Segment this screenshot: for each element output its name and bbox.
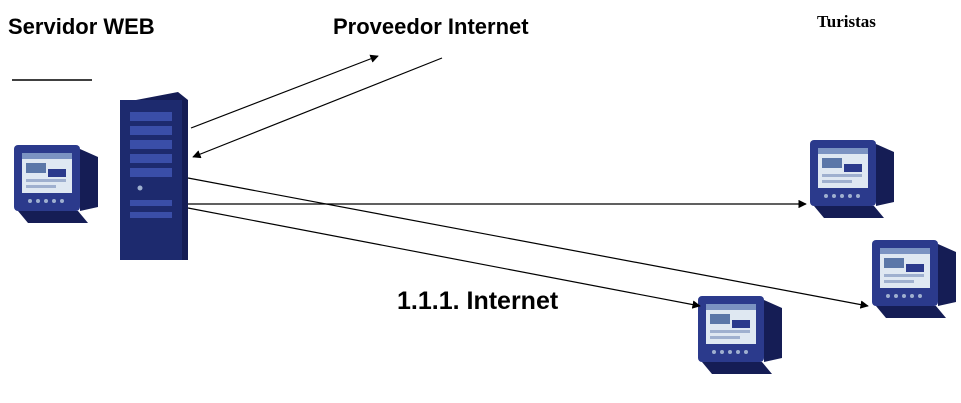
server-tower-icon bbox=[120, 92, 188, 260]
monitor-icon bbox=[810, 140, 894, 218]
arrow-to-tourist-2 bbox=[187, 177, 869, 309]
arrow-to-tourist-3 bbox=[187, 207, 701, 309]
arrow-from-provider bbox=[192, 57, 443, 159]
server-label: Servidor WEB bbox=[8, 14, 155, 39]
arrow-to-provider bbox=[190, 54, 379, 129]
monitor-icon bbox=[14, 145, 98, 223]
internet-label: 1.1.1. Internet bbox=[397, 287, 559, 315]
monitor-icon bbox=[698, 296, 782, 374]
provider-label: Proveedor Internet bbox=[333, 14, 529, 39]
monitor-icon bbox=[872, 240, 956, 318]
tourists-label: Turistas bbox=[817, 12, 876, 31]
